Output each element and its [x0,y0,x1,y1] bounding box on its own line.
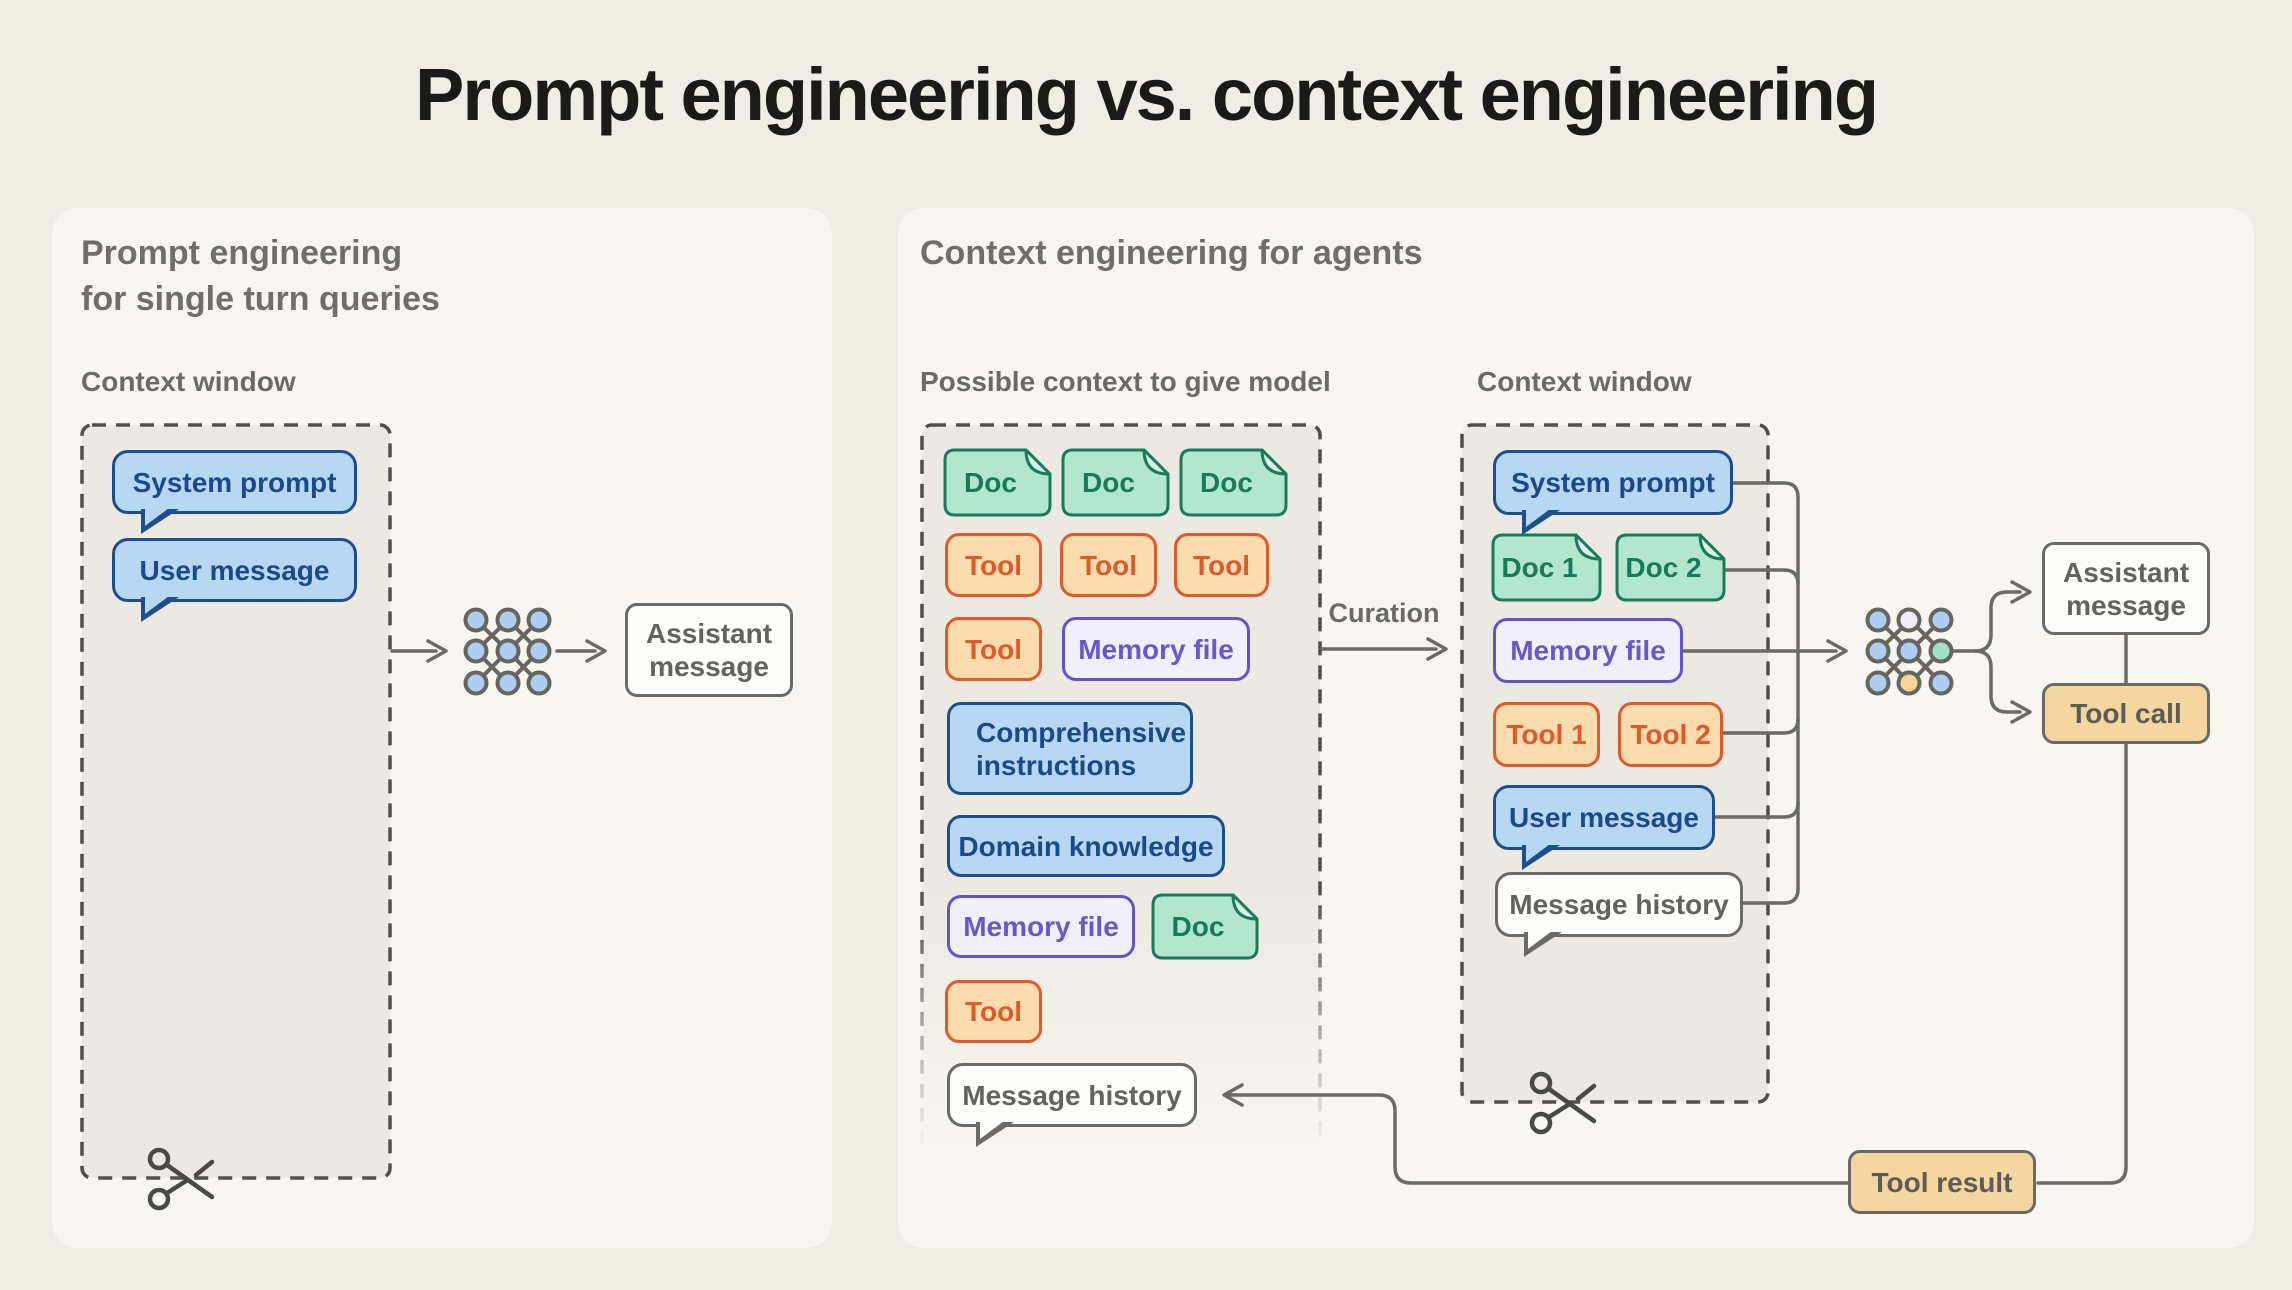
chip-doc: Doc [1082,466,1135,498]
chip-tool: Tool [1174,533,1269,597]
arrow-model-to-tool-call [1973,649,2032,724]
chip-tool: Tool [1060,533,1157,597]
doc-shape [1615,533,1726,602]
right-context-window-label: Context window [1477,366,1692,397]
doc-fold [1698,533,1726,561]
doc-fold [1260,448,1288,476]
arrow-tool-result-to-message-history [1222,1083,1850,1185]
model-icon-right [1865,607,1954,696]
doc-shape [943,448,1052,517]
left-context-window-label: Context window [81,366,296,397]
chip-tool: Tool [945,533,1042,597]
doc-shape [1061,448,1170,517]
chip-tool-1: Tool 1 [1493,702,1600,767]
tool-call-box: Tool call [2042,683,2210,744]
chip-tool-2: Tool 2 [1618,702,1723,767]
chip-tool: Tool [945,980,1042,1043]
line-tool-call-to-tool-result [2036,742,2128,1185]
page-title: Prompt engineering vs. context engineeri… [414,53,1879,136]
tool-result-box: Tool result [1848,1150,2036,1214]
chip-comprehensive-instructions: Comprehensive instructions [947,702,1193,795]
chip-user-message-right: User message [1493,785,1715,850]
arrow-window-to-model-right [1681,639,1848,663]
chip-message-history-right: Message history [1495,872,1743,937]
chip-memory-file: Memory file [1062,617,1250,681]
doc-fold [1142,448,1170,476]
chip-doc-1: Doc 1 [1501,551,1578,583]
assistant-message-box-right: Assistant message [2042,542,2210,635]
left-panel-heading: Prompt engineering for single turn queri… [81,234,440,318]
chip-system-prompt-right: System prompt [1493,450,1733,515]
chip-doc: Doc [1171,910,1225,942]
assistant-message-box-left: Assistant message [625,603,793,697]
chip-doc: Doc [1200,466,1253,498]
model-icon-left [463,607,552,696]
chip-user-message-left: User message [112,538,357,602]
doc-shape [1491,533,1602,602]
arrow-curation [1320,637,1448,661]
right-panel-heading: Context engineering for agents [920,234,1423,272]
doc-fold [1024,448,1052,476]
chip-message-history-possible: Message history [947,1063,1197,1127]
doc-fold [1231,893,1259,921]
curation-label: Curation [1328,598,1440,628]
chip-memory-file: Memory file [947,895,1135,958]
possible-context-label: Possible context to give model [920,366,1331,397]
chip-doc: Doc [964,466,1017,498]
arrow-left-model-to-assistant [555,639,607,663]
chip-system-prompt-left: System prompt [112,450,357,514]
arrow-left-window-to-model [390,639,448,663]
doc-shape [1179,448,1288,517]
chip-memory-file-right: Memory file [1493,618,1683,683]
doc-shape [1151,893,1259,960]
chip-domain-knowledge: Domain knowledge [947,815,1225,877]
left-context-window-box [80,423,392,1180]
chip-tool: Tool [945,617,1042,681]
arrow-model-to-assistant-right [1950,580,2032,653]
doc-fold [1574,533,1602,561]
chip-doc-2: Doc 2 [1625,551,1702,583]
